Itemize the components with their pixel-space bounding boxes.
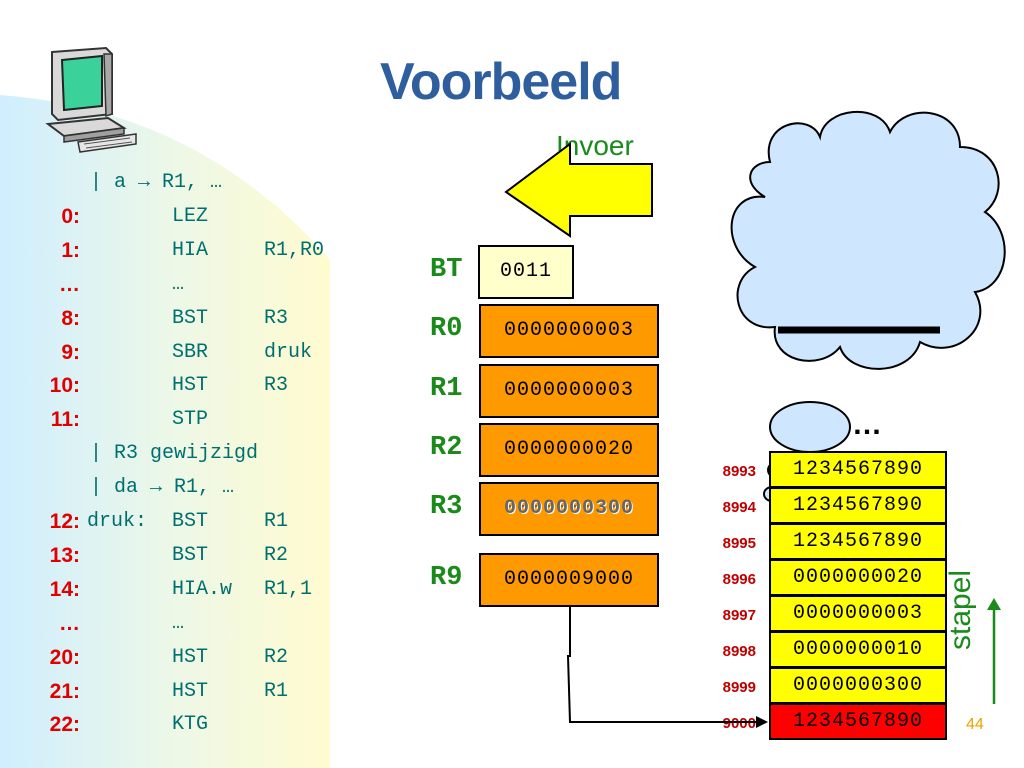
code-line: …… (0, 607, 360, 641)
stack-cell: 0000000020 (769, 559, 947, 596)
line-number: 13: (49, 543, 80, 567)
register-value: 0011 (478, 245, 574, 299)
register-name: R1 (430, 374, 463, 404)
page-number: 44 (966, 716, 984, 733)
register-name: R3 (430, 492, 463, 522)
opcode: … (172, 611, 185, 635)
code-comment: | R3 gewijzigd (90, 442, 259, 466)
line-number: 12: (49, 510, 80, 533)
line-number: 14: (49, 577, 80, 601)
code-line: …… (0, 268, 360, 302)
code-line: 14: HIA.w R1,1 (0, 573, 360, 607)
line-number: 22: (49, 713, 80, 737)
cloud-ellipsis: … (852, 408, 882, 441)
register-name: BT (430, 255, 463, 285)
stack-cell: 1234567890 (769, 487, 947, 524)
line-number: … (59, 272, 80, 296)
opcode: KTG (172, 713, 209, 737)
code-line: 22: KTG (0, 708, 360, 742)
code-line: 0: LEZ (0, 200, 360, 234)
code-label: druk: (87, 510, 148, 533)
stack-cell: 0000000300 (769, 667, 947, 704)
line-number: … (59, 611, 80, 635)
register-name: R0 (430, 314, 463, 344)
stack-label: stapel (944, 569, 977, 650)
operand: R2 (264, 645, 289, 669)
opcode: HIA (172, 238, 209, 262)
code-line: 21: HST R1 (0, 675, 360, 709)
stack-cell: 1234567890 (769, 451, 947, 488)
opcode: STP (172, 408, 209, 432)
register-value: 0000000300 (479, 482, 659, 536)
computer-icon (45, 46, 137, 153)
code-line: 10: HST R3 (0, 369, 360, 403)
code-line: 20: HST R2 (0, 641, 360, 675)
code-line: | a → R1, … (0, 166, 360, 200)
opcode: HST (172, 645, 209, 669)
line-number: 0: (61, 204, 80, 228)
stack-up-arrow-icon (987, 598, 1001, 704)
register-name: R9 (430, 563, 463, 593)
thought-cloud (730, 110, 1006, 502)
page-title: Voorbeeld (380, 53, 622, 111)
code-comment: | da → R1, … (90, 476, 235, 500)
opcode: SBR (172, 340, 209, 364)
opcode: BST (172, 543, 209, 567)
operand: druk (264, 340, 313, 364)
opcode: HIA.w (172, 577, 233, 601)
opcode: BST (172, 306, 209, 330)
code-comment: | a → R1, … (90, 171, 223, 194)
stack-cell: 0000000010 (769, 631, 947, 668)
code-line: 13: BST R2 (0, 539, 360, 573)
code-line: | R3 gewijzigd (0, 437, 360, 471)
register-name: R2 (430, 433, 463, 463)
line-number: 10: (49, 374, 80, 398)
stack-address: 8999 (722, 679, 756, 696)
line-number: 8: (61, 306, 80, 330)
operand: R2 (264, 543, 289, 567)
line-number: 20: (49, 645, 80, 669)
stack-address: 8994 (722, 499, 756, 516)
stack-address: 9000 (722, 715, 756, 732)
opcode: HST (172, 374, 209, 398)
operand: R3 (264, 374, 289, 398)
r9-pointer-arrow (566, 606, 768, 728)
line-number: 21: (49, 679, 80, 703)
register-value: 0000000020 (479, 423, 659, 477)
operand: R1 (264, 510, 289, 533)
register-value: 0000000003 (479, 364, 659, 418)
code-line: 8: BST R3 (0, 302, 360, 336)
code-line: 12: druk: BST R1 (0, 505, 360, 539)
stack-address: 8998 (722, 643, 756, 660)
opcode: BST (172, 510, 209, 533)
stack-address: 8997 (722, 607, 756, 624)
stack-address: 8993 (722, 463, 756, 480)
line-number: 1: (61, 238, 80, 262)
stack-address: 8995 (722, 535, 756, 552)
opcode: LEZ (172, 204, 209, 228)
register-value: 0000009000 (479, 553, 659, 607)
operand: R1,R0 (264, 238, 325, 262)
opcode: … (172, 272, 185, 296)
code-line: 11: STP (0, 403, 360, 437)
operand: R1 (264, 679, 289, 703)
line-number: 11: (50, 408, 80, 432)
opcode: HST (172, 679, 209, 703)
line-number: 9: (61, 340, 80, 364)
code-line: 1: HIA R1,R0 (0, 234, 360, 268)
stack-cell: 1234567890 (769, 703, 947, 740)
code-line: | da → R1, … (0, 471, 360, 505)
register-value: 0000000003 (479, 304, 659, 358)
stack-address: 8996 (722, 571, 756, 588)
stack-cell: 0000000003 (769, 595, 947, 632)
operand: R1,1 (264, 577, 313, 601)
input-arrow-icon (504, 142, 653, 238)
code-line: 9: SBR druk (0, 336, 360, 370)
operand: R3 (264, 306, 289, 330)
stack-cell: 1234567890 (769, 523, 947, 560)
